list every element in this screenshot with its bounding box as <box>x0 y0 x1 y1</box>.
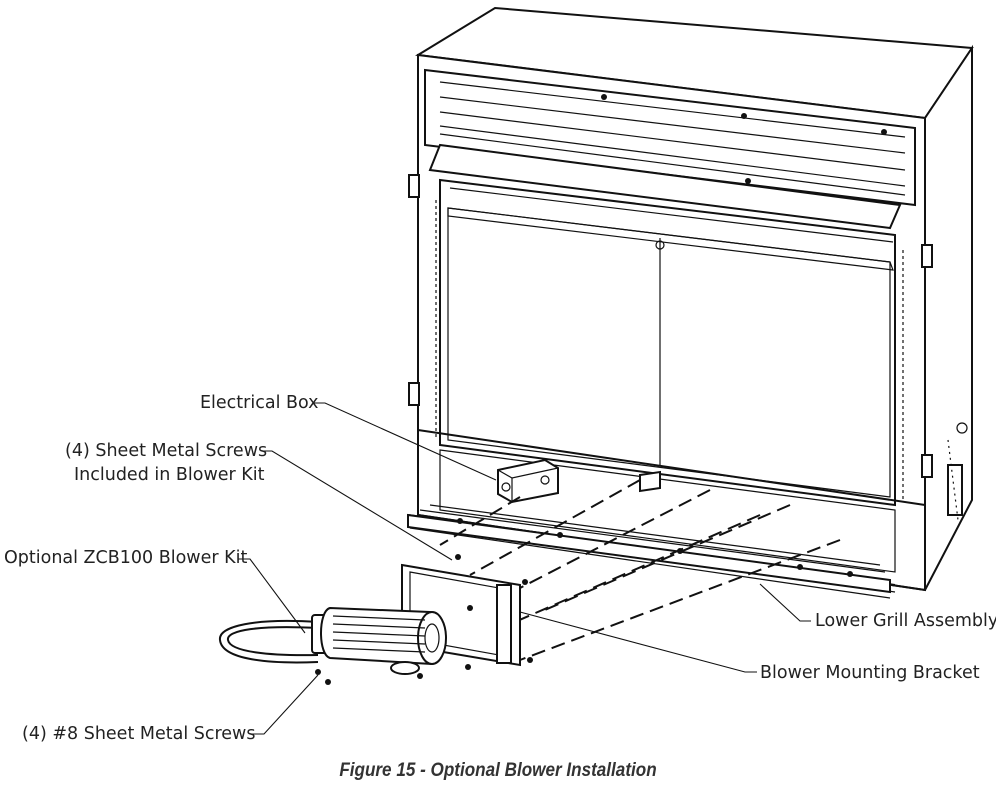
leader-lines <box>238 402 811 735</box>
lower-grill-assembly <box>407 504 891 594</box>
label-lower-grill-assembly: Lower Grill Assembly <box>815 611 996 631</box>
label-blower-mounting-bracket: Blower Mounting Bracket <box>760 663 980 683</box>
installation-guide-lines <box>439 479 841 661</box>
blower-unit <box>219 606 447 685</box>
label-sheet-metal-screws-line2: Included in Blower Kit <box>74 465 265 485</box>
label-electrical-box: Electrical Box <box>200 393 319 413</box>
electrical-box <box>497 458 661 504</box>
figure-caption: Figure 15 - Optional Blower Installation <box>339 760 657 781</box>
label-blower-kit: Optional ZCB100 Blower Kit <box>4 548 248 568</box>
label-number8-screws: (4) #8 Sheet Metal Screws <box>22 724 256 744</box>
label-sheet-metal-screws-line1: (4) Sheet Metal Screws <box>65 441 268 461</box>
fireplace-unit <box>407 6 974 599</box>
